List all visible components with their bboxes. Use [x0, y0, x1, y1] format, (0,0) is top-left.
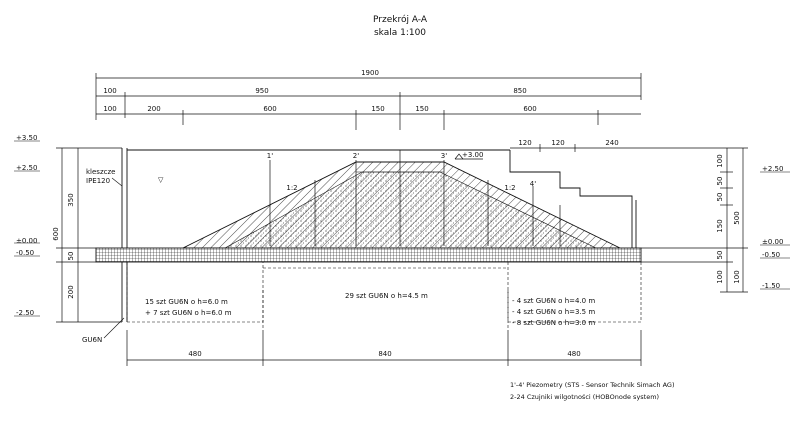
- dimension-total-label: 1900: [361, 69, 379, 77]
- left-vertical-dims: [56, 147, 122, 323]
- anchor-right-1: - 4 szt GU6N o h=4.0 m: [512, 297, 595, 305]
- right-level-050: -0.50: [762, 251, 780, 259]
- dim-120-b: 120: [551, 139, 564, 147]
- right-dim-50c: 50: [716, 251, 724, 260]
- left-level-000: ±0.00: [16, 237, 37, 245]
- slope-left: 1:2: [286, 184, 297, 192]
- dim-120-a: 120: [518, 139, 531, 147]
- anchor-zones: [126, 262, 642, 330]
- anchor-right-2: - 4 szt GU6N o h=3.5 m: [512, 308, 595, 316]
- piezometer-1: 1': [267, 152, 273, 160]
- right-level-150: -1.50: [762, 282, 780, 290]
- piezometer-4: 4': [530, 180, 536, 188]
- bottom-dim-480b: 480: [567, 350, 580, 358]
- right-levels: [760, 171, 790, 290]
- dim-950: 950: [255, 87, 268, 95]
- left-dim-350: 350: [67, 193, 75, 206]
- dim-600-b: 600: [523, 105, 536, 113]
- left-levels: [14, 140, 40, 317]
- anchor-left-2: + 7 szt GU6N o h=6.0 m: [145, 309, 232, 317]
- right-level-000: ±0.00: [762, 238, 783, 246]
- beam-label: kleszcze IPE120: [86, 168, 118, 185]
- dimension-right-small: [510, 144, 645, 152]
- dim-150-a: 150: [371, 105, 384, 113]
- legend-piezometers: 1'-4' Piezometry (STS - Sensor Technik S…: [510, 381, 675, 389]
- water-level-icon: ▽: [158, 176, 164, 184]
- right-vertical-dims: [641, 147, 748, 293]
- right-dim-100a: 100: [716, 154, 724, 167]
- left-level-350: +3.50: [16, 134, 37, 142]
- sensor-lines: [269, 150, 561, 246]
- dim-150-b: 150: [415, 105, 428, 113]
- dim-200: 200: [147, 105, 160, 113]
- anchor-left-1: 15 szt GU6N o h=6.0 m: [145, 298, 228, 306]
- left-level-250: +2.50: [16, 164, 37, 172]
- right-dim-100c: 100: [733, 270, 741, 283]
- piezometer-2: 2': [353, 152, 359, 160]
- drawing-subtitle: skala 1:100: [374, 28, 426, 38]
- left-level-050: -0.50: [16, 249, 34, 257]
- dim-600-a: 600: [263, 105, 276, 113]
- bottom-dim-480a: 480: [188, 350, 201, 358]
- bottom-dims: [126, 330, 642, 366]
- dim-240: 240: [605, 139, 618, 147]
- foundation-band: [95, 247, 642, 263]
- anchor-middle: 29 szt GU6N o h=4.5 m: [345, 292, 428, 300]
- dimension-row-3: [95, 100, 641, 130]
- right-dim-500: 500: [733, 211, 741, 224]
- dimension-total: [95, 73, 642, 100]
- gu6n-label: GU6N: [82, 336, 102, 344]
- right-dim-50a: 50: [716, 177, 724, 186]
- dimension-row-2: [96, 92, 641, 130]
- bottom-dim-840: 840: [378, 350, 391, 358]
- dim-850: 850: [513, 87, 526, 95]
- right-dim-100b: 100: [716, 270, 724, 283]
- right-dim-150: 150: [716, 219, 724, 232]
- dim-100-a: 100: [103, 87, 116, 95]
- right-level-250: +2.50: [762, 165, 783, 173]
- left-dim-50: 50: [67, 252, 75, 261]
- left-dim-600: 600: [52, 227, 60, 240]
- dim-100-b: 100: [103, 105, 116, 113]
- crest-level-label: +3.00: [462, 151, 483, 159]
- left-level-250b: -2.50: [16, 309, 34, 317]
- slope-right: 1:2: [504, 184, 515, 192]
- crest-level-marker: [454, 153, 483, 160]
- left-dim-200: 200: [67, 285, 75, 298]
- piezometer-3: 3': [441, 152, 447, 160]
- drawing-title: Przekrój A-A: [373, 14, 428, 25]
- anchor-right-3: - 8 szt GU6N o h=3.0 m: [512, 319, 595, 327]
- legend-sensors: 2-24 Czujniki wilgotności (HOBOnode syst…: [510, 393, 659, 401]
- right-dim-50b: 50: [716, 193, 724, 202]
